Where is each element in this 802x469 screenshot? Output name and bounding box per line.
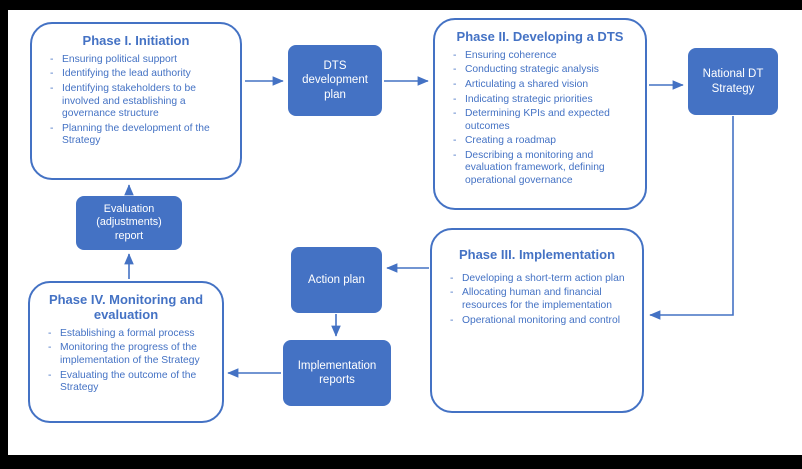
phase3-list: Developing a short-term action plan Allo… (432, 273, 642, 327)
phase2-item: Ensuring coherence (453, 50, 637, 63)
national-dt-strategy-node: National DT Strategy (688, 48, 778, 115)
action-plan-node: Action plan (291, 247, 382, 313)
phase1-item: Identifying stakeholders to be involved … (50, 83, 232, 121)
phase2-title: Phase II. Developing a DTS (456, 29, 624, 44)
phase4-item: Evaluating the outcome of the Strategy (48, 370, 214, 395)
phase2-item: Articulating a shared vision (453, 79, 637, 92)
evaluation-report-node: Evaluation (adjustments) report (76, 196, 182, 250)
phase2-item: Conducting strategic analysis (453, 64, 637, 77)
phase2-item: Determining KPIs and expected outcomes (453, 108, 637, 133)
phase2-item: Describing a monitoring and evaluation f… (453, 150, 637, 188)
phase4-box: Phase IV. Monitoring and evaluation Esta… (28, 281, 224, 423)
evaluation-report-label: Evaluation (adjustments) report (96, 202, 162, 242)
national-dt-strategy-label: National DT Strategy (702, 68, 764, 95)
phase2-item: Creating a roadmap (453, 135, 637, 148)
phase1-list: Ensuring political support Identifying t… (32, 54, 240, 148)
dts-development-plan-label: DTS development plan (302, 59, 368, 101)
phase2-item: Indicating strategic priorities (453, 94, 637, 107)
phase3-box: Phase III. Implementation Developing a s… (430, 228, 644, 413)
phase4-title: Phase IV. Monitoring and evaluation (48, 292, 204, 322)
phase4-list: Establishing a formal process Monitoring… (30, 328, 222, 395)
phase1-title: Phase I. Initiation (82, 33, 190, 48)
action-plan-label: Action plan (308, 273, 365, 286)
phase4-item: Monitoring the progress of the implement… (48, 342, 214, 367)
phase3-item: Operational monitoring and control (450, 315, 634, 328)
phase2-box: Phase II. Developing a DTS Ensuring cohe… (433, 18, 647, 210)
phase2-list: Ensuring coherence Conducting strategic … (435, 50, 645, 187)
phase1-item: Planning the development of the Strategy (50, 123, 232, 148)
dts-development-plan-node: DTS development plan (288, 45, 382, 116)
phase4-item: Establishing a formal process (48, 328, 214, 341)
phase3-item: Developing a short-term action plan (450, 273, 634, 286)
implementation-reports-node: Implementation reports (283, 340, 391, 406)
phase3-title: Phase III. Implementation (458, 247, 616, 262)
phase1-item: Ensuring political support (50, 54, 232, 67)
phase1-item: Identifying the lead authority (50, 68, 232, 81)
phase1-box: Phase I. Initiation Ensuring political s… (30, 22, 242, 180)
phase3-item: Allocating human and financial resources… (450, 287, 634, 312)
implementation-reports-label: Implementation reports (297, 359, 377, 386)
